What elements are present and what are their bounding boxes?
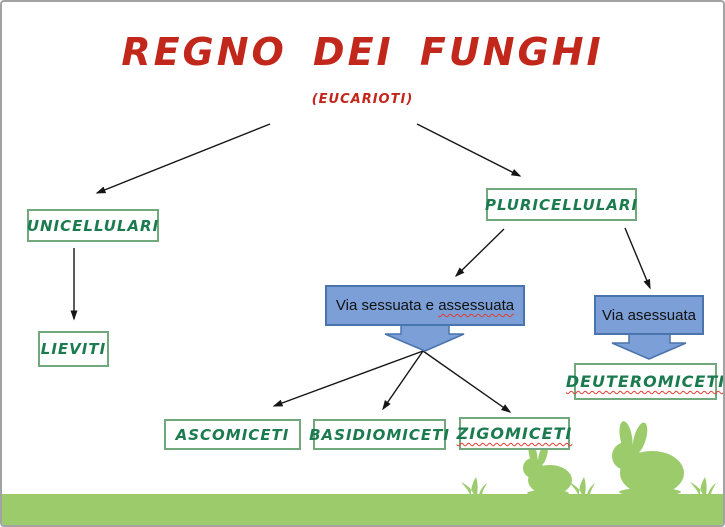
grass-strip	[2, 494, 723, 525]
node-basidiomiceti: BASIDIOMICETI	[309, 419, 449, 450]
node-zigomiceti-label: ZIGOMICETI	[456, 424, 573, 443]
block-arrow-down-asessuata	[611, 332, 687, 360]
node-pluricellulari: PLURICELLULARI	[484, 188, 639, 221]
node-deuteromiceti: DEUTEROMICETI	[566, 363, 723, 400]
grass-tuft-icon	[461, 477, 487, 495]
node-unicellulari: UNICELLULARI	[27, 209, 159, 242]
page-title: REGNO DEI FUNGHI	[121, 30, 604, 74]
via-asessuata-label: Via asessuata	[602, 306, 696, 324]
block-arrow-down-sessuata	[384, 323, 465, 352]
node-ascomiceti: ASCOMICETI	[164, 419, 301, 450]
node-unicellulari-label: UNICELLULARI	[26, 216, 160, 235]
arrow-pluricellulari-to-via-sessuata	[454, 228, 505, 278]
arrow-fan-to-ascomiceti	[272, 350, 424, 407]
node-deuteromiceti-label: DEUTEROMICETI	[565, 372, 725, 391]
grass-tuft-icon	[569, 477, 595, 495]
grass-tuft-icon	[690, 477, 716, 495]
node-lieviti-label: LIEVITI	[40, 340, 107, 358]
arrow-title-to-unicellulari	[95, 123, 271, 194]
bunny-small-icon	[523, 443, 572, 496]
arrow-title-to-pluricellulari	[416, 123, 522, 177]
node-via-sessuata-e-assessuata: Via sessuata e assessuata	[325, 285, 525, 326]
arrow-fan-to-zigomiceti	[422, 350, 512, 413]
bunny-big-icon	[612, 421, 684, 496]
page-subtitle: (EUCARIOTI)	[311, 92, 414, 107]
node-zigomiceti: ZIGOMICETI	[456, 417, 573, 450]
arrow-fan-to-basidiomiceti	[382, 350, 424, 411]
node-basidiomiceti-label: BASIDIOMICETI	[309, 425, 450, 444]
via-sessuata-label-marked: assessuata	[438, 297, 515, 314]
arrow-pluricellulari-to-via-asessuata	[624, 227, 651, 290]
via-sessuata-label-prefix: Via sessuata e	[335, 297, 435, 314]
node-ascomiceti-label: ASCOMICETI	[175, 425, 290, 444]
node-pluricellulari-label: PLURICELLULARI	[484, 195, 639, 214]
node-via-asessuata: Via asessuata	[594, 295, 704, 335]
node-lieviti: LIEVITI	[38, 331, 109, 367]
